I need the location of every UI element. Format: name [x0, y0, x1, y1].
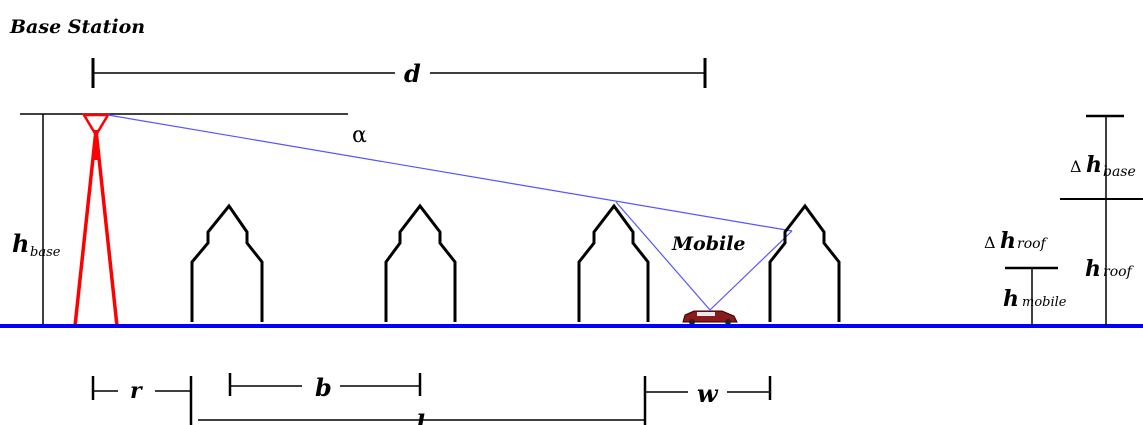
label-delta-h-base-delta: Δ — [1070, 157, 1082, 176]
label-h-roof-sub: roof — [1103, 264, 1135, 280]
label-delta-h-base-sub: base — [1103, 164, 1136, 180]
label-mobile: Mobile — [671, 233, 746, 255]
label-delta-h-roof-h: h — [1000, 228, 1016, 254]
label-h-mobile-sub: mobile — [1022, 295, 1067, 310]
car-icon — [682, 310, 738, 325]
dimension-l: l — [189, 400, 647, 425]
dimension-r: r — [91, 376, 193, 404]
base-station-tower — [73, 113, 119, 327]
dimension-h-base: h base — [12, 114, 61, 326]
label-w: w — [697, 379, 719, 408]
dimension-h-right: Δ h base Δ h roof h roof h mobile — [984, 114, 1143, 326]
label-delta-h-roof-sub: roof — [1017, 236, 1049, 252]
label-h-mobile-h: h — [1003, 286, 1019, 312]
label-h-base: h — [12, 229, 29, 258]
label-b: b — [315, 373, 332, 402]
label-alpha: α — [352, 123, 367, 148]
building-4 — [768, 203, 841, 322]
title: Base Station — [9, 16, 145, 38]
dimension-b: b — [228, 373, 422, 402]
label-h-base-sub: base — [30, 245, 61, 260]
label-delta-h-base-h: h — [1086, 152, 1102, 178]
label-r: r — [130, 378, 143, 404]
propagation-rays — [107, 114, 793, 311]
building-2 — [384, 203, 457, 322]
building-1 — [190, 203, 264, 322]
dimension-w: w — [643, 376, 772, 408]
dimension-d: d — [91, 58, 707, 88]
label-d: d — [404, 59, 421, 88]
label-l: l — [416, 409, 425, 425]
label-delta-h-roof-delta: Δ — [984, 233, 996, 252]
building-3 — [577, 203, 650, 322]
label-h-roof-h: h — [1085, 256, 1101, 282]
